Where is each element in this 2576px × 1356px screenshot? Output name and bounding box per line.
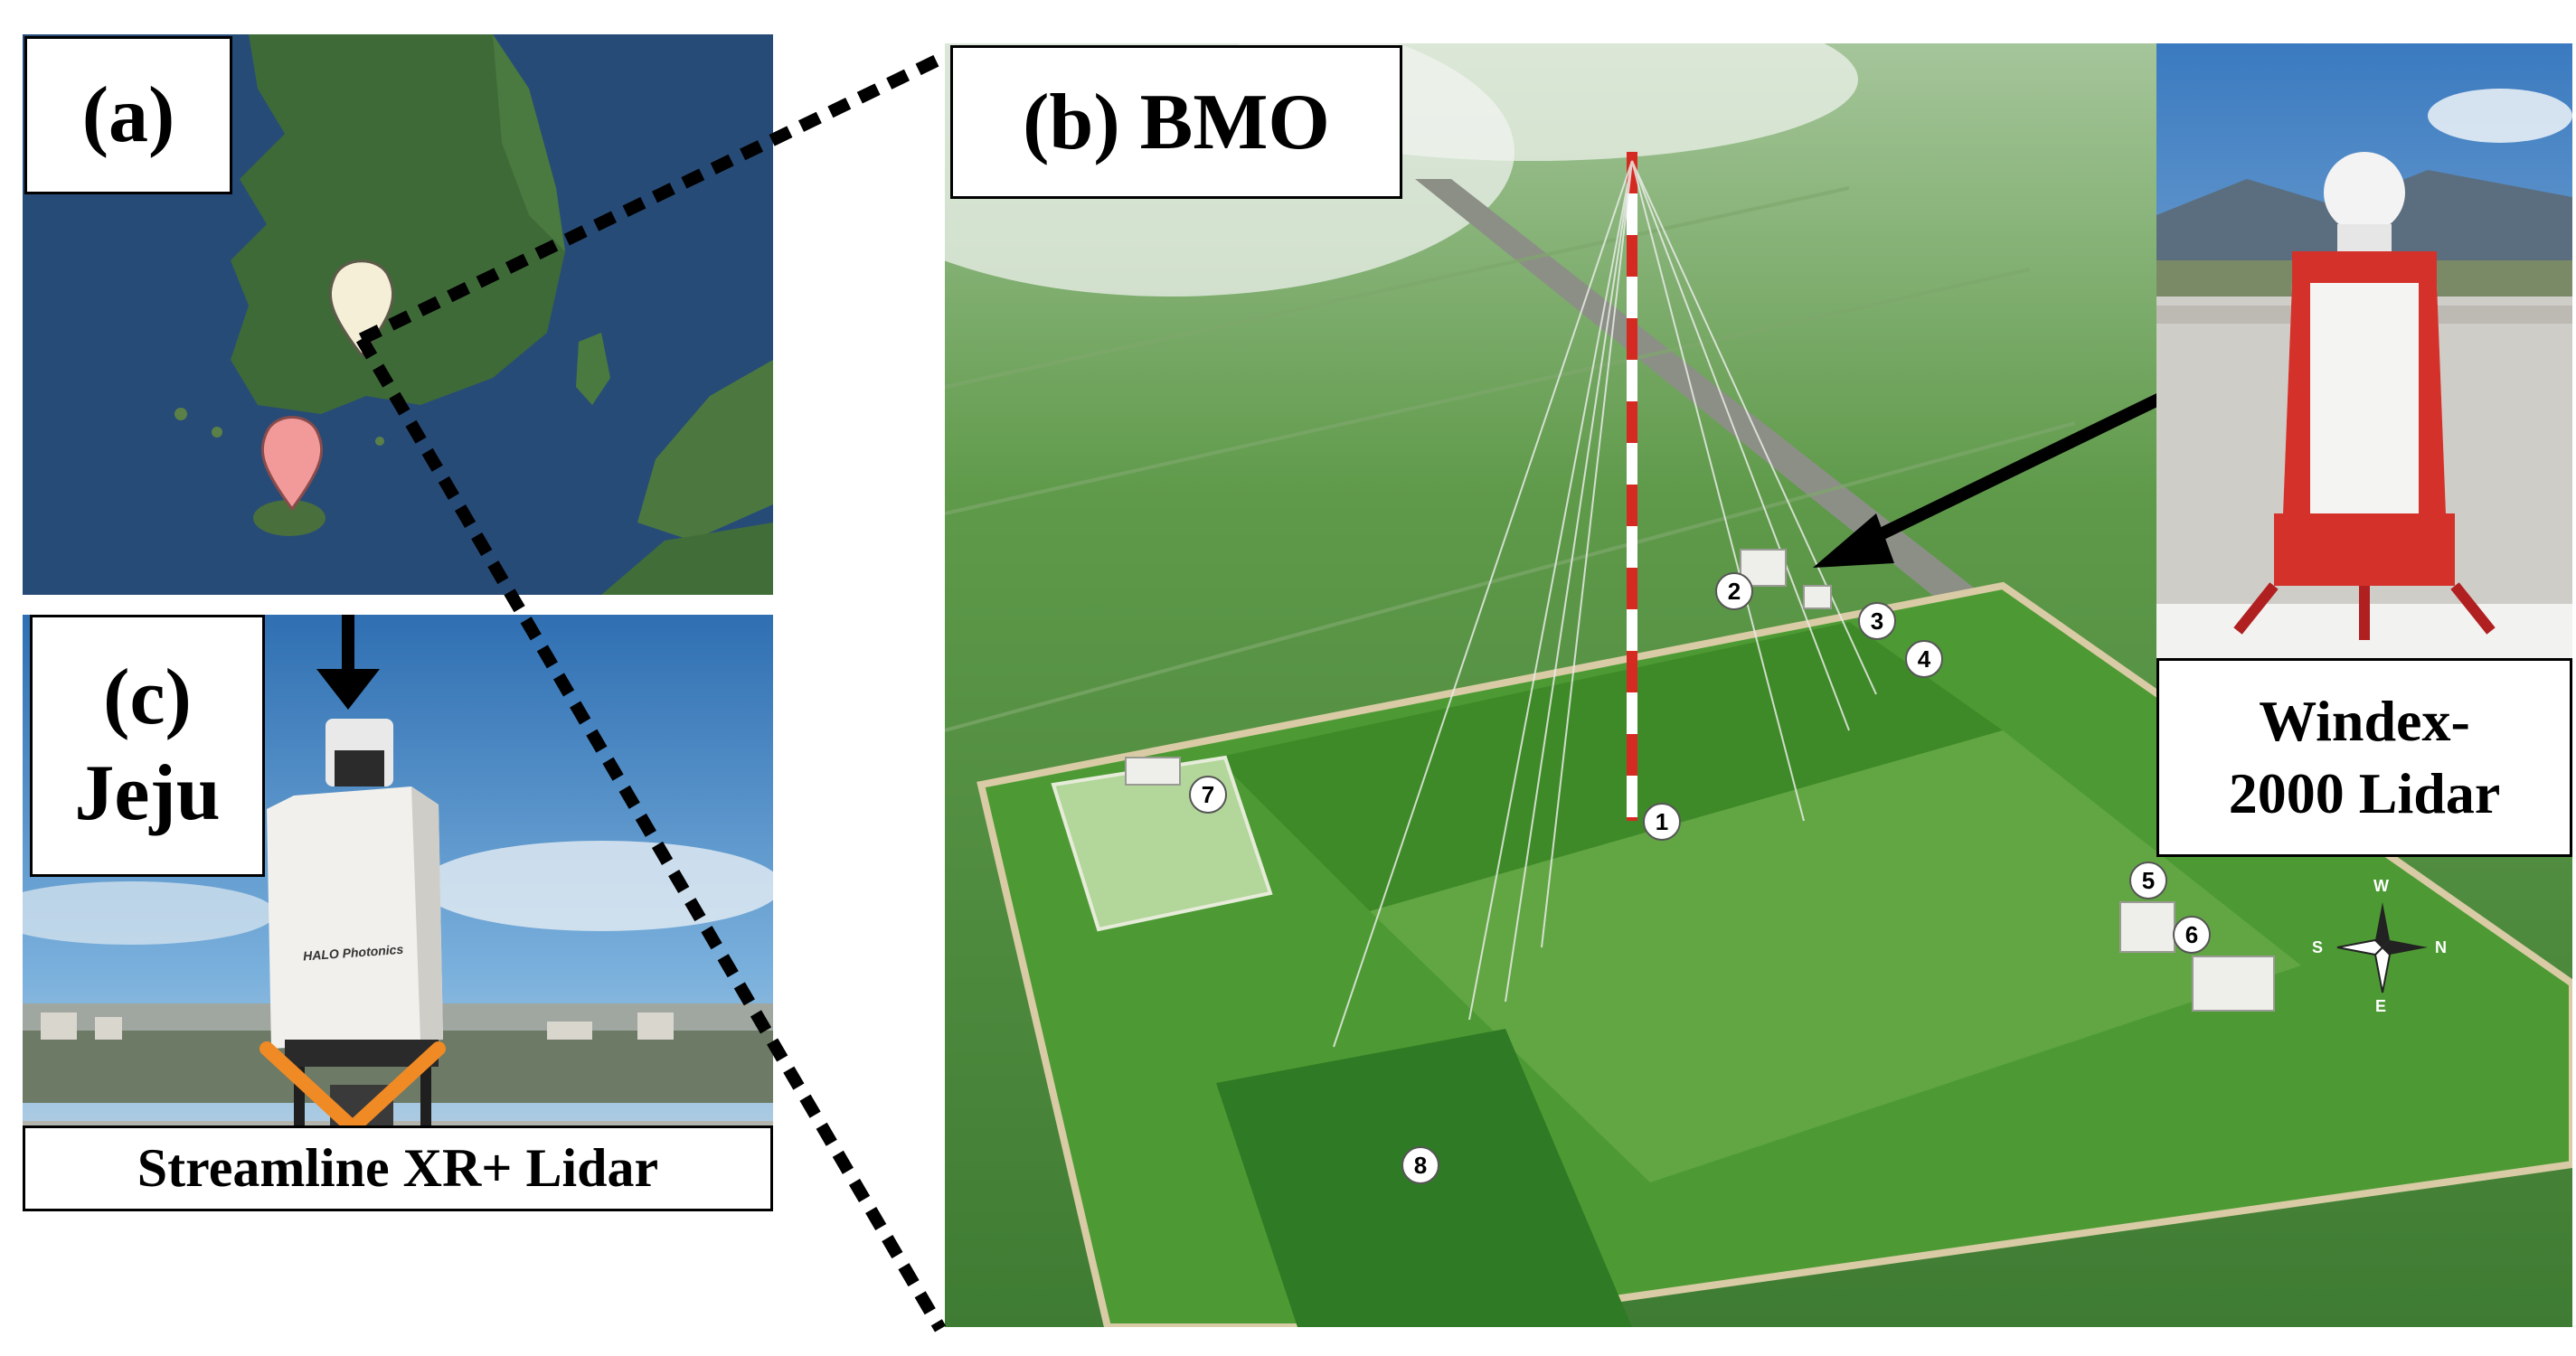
windex-pointer-arrow bbox=[1813, 390, 2169, 568]
compass-w: W bbox=[2373, 877, 2389, 895]
site-marker-5: 5 bbox=[2129, 862, 2167, 899]
site-marker-2: 2 bbox=[1715, 572, 1753, 610]
compass-s: S bbox=[2312, 938, 2324, 956]
site-marker-1: 1 bbox=[1643, 803, 1681, 841]
site-marker-8: 8 bbox=[1401, 1146, 1439, 1184]
jeju-location-marker bbox=[260, 416, 324, 512]
windex-lidar-unit bbox=[2233, 152, 2496, 640]
compass-star-icon bbox=[2336, 902, 2428, 993]
windex-lidar-photo bbox=[2156, 43, 2572, 658]
windex-inset-photo: Windex- 2000 Lidar bbox=[2156, 43, 2572, 857]
panel-c-caption: Streamline XR+ Lidar bbox=[23, 1125, 773, 1211]
compass-rose: W N S E bbox=[2312, 877, 2447, 1015]
site-marker-6: 6 bbox=[2173, 916, 2211, 954]
site-marker-4: 4 bbox=[1905, 640, 1943, 678]
panel-b-label: (b) BMO bbox=[950, 45, 1402, 199]
site-marker-3: 3 bbox=[1858, 602, 1896, 640]
site-marker-7: 7 bbox=[1189, 776, 1227, 814]
panel-c-photo: HALO Photonics (c) Jeju Streamline XR+ L… bbox=[23, 615, 773, 1211]
compass-e: E bbox=[2375, 997, 2387, 1015]
meteorological-tower bbox=[1333, 152, 1877, 1048]
compass-n: N bbox=[2435, 938, 2447, 956]
down-arrow bbox=[316, 615, 380, 710]
panel-a-label: (a) bbox=[24, 36, 232, 194]
panel-c-label: (c) Jeju bbox=[30, 615, 265, 877]
windex-caption: Windex- 2000 Lidar bbox=[2156, 658, 2572, 857]
